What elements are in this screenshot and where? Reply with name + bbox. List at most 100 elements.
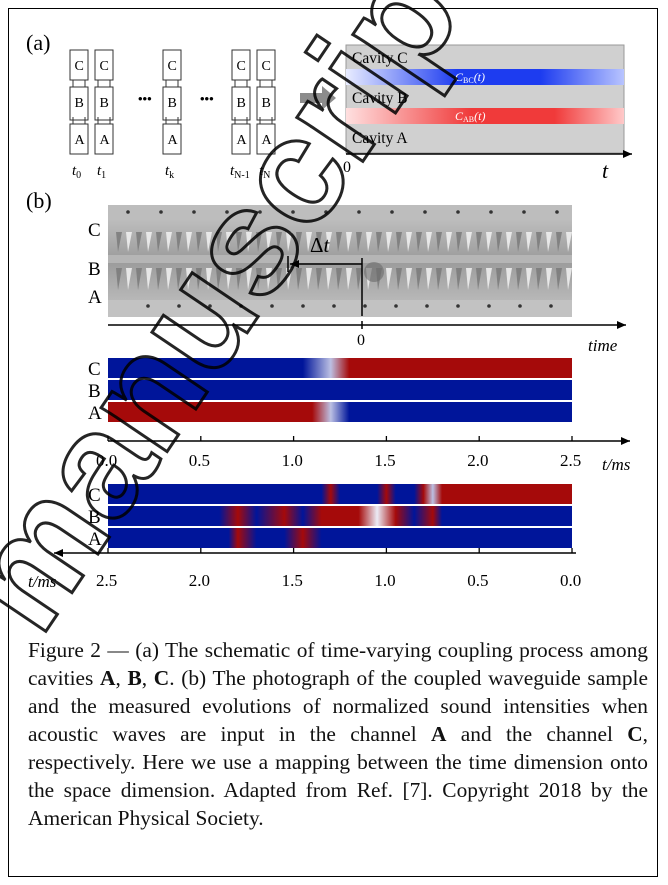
heatmap-row-label: C <box>88 485 101 506</box>
photo-fin <box>266 232 272 252</box>
photo-rivet <box>126 210 130 214</box>
photo-fin <box>376 232 382 252</box>
photo-row-letter: B <box>88 259 101 280</box>
time-step-label: tN <box>259 163 270 181</box>
heatmap-tick-label: 0.0 <box>96 451 117 470</box>
photo-rivet <box>324 210 328 214</box>
caption-separator-1: , <box>115 666 128 690</box>
photo-fin <box>396 232 402 252</box>
photo-rivet <box>258 210 262 214</box>
heatmap-tick-label: 1.5 <box>282 571 303 590</box>
photo-rivet <box>177 304 181 308</box>
ellipsis-1: ••• <box>138 91 152 106</box>
photo-rivet <box>301 304 305 308</box>
photo-fin <box>296 268 302 290</box>
photo-fin <box>226 268 232 290</box>
waveguide-photo <box>108 205 572 317</box>
caption-cavity-a: A <box>100 666 116 690</box>
cavity-letter: C <box>168 59 177 74</box>
cavity-letter: A <box>100 133 111 148</box>
photo-fin <box>276 268 282 290</box>
cavity-box <box>231 86 251 121</box>
cavity-box <box>162 123 182 155</box>
time-step-label: tk <box>165 163 174 181</box>
heatmap-tick-label: 2.0 <box>189 571 210 590</box>
timeline-axis-label: t <box>602 158 609 183</box>
cavity-box <box>94 86 114 121</box>
heatmap-row-a <box>108 528 572 548</box>
photo-fin <box>246 268 252 290</box>
photo-fin <box>436 268 442 290</box>
photo-rivet <box>489 210 493 214</box>
photo-fin <box>286 232 292 252</box>
photo-fin <box>516 268 522 290</box>
photo-fin <box>236 232 242 252</box>
photo-fin <box>476 268 482 290</box>
photo-fin <box>526 232 532 252</box>
heatmap-axis-label: t/ms <box>602 455 631 474</box>
photo-fin <box>346 232 352 252</box>
cavity-c-label: Cavity C <box>352 50 408 67</box>
photo-rivet <box>518 304 522 308</box>
photo-rivet <box>549 304 553 308</box>
photo-fin <box>256 232 262 252</box>
heatmap-row-b <box>108 380 572 400</box>
photo-fin <box>446 232 452 252</box>
photo-rivet <box>225 210 229 214</box>
photo-fin <box>166 268 172 290</box>
panel-b-label: (b) <box>26 188 52 213</box>
photo-fin <box>336 268 342 290</box>
photo-rivet <box>332 304 336 308</box>
cavity-letter: C <box>75 59 84 74</box>
photo-fin <box>206 232 212 252</box>
photo-fin <box>506 232 512 252</box>
photo-fin <box>176 232 182 252</box>
photo-fin <box>496 232 502 252</box>
heatmap-row-label: B <box>88 381 101 402</box>
cavity-box <box>162 86 182 121</box>
cavity-box <box>231 123 251 155</box>
cavity-letter: A <box>262 133 273 148</box>
caption-cavity-c: C <box>153 666 170 690</box>
photo-fin <box>126 232 132 252</box>
cavity-connector <box>234 80 248 124</box>
photo-fin <box>426 232 432 252</box>
cavity-letter: C <box>262 59 271 74</box>
photo-fin <box>156 268 162 290</box>
caption-part-1: Figure 2 — (a) The schematic of time-var… <box>28 638 648 690</box>
photo-fin <box>136 268 142 290</box>
photo-fin <box>276 232 282 252</box>
delta-t-label: Δt <box>310 233 331 257</box>
coupling-bc-label: CBC(t) <box>455 70 485 85</box>
heatmap-row-label: A <box>88 403 102 424</box>
photo-fin <box>216 268 222 290</box>
photo-fin <box>226 232 232 252</box>
photo-rivet <box>456 210 460 214</box>
photo-fin <box>206 268 212 290</box>
photo-fin <box>556 268 562 290</box>
cavity-box <box>256 86 276 121</box>
photo-fin <box>326 268 332 290</box>
photo-fin <box>256 268 262 290</box>
ab-coupling-band <box>346 108 624 124</box>
cavity-b-label: Cavity B <box>352 90 408 107</box>
photo-fin <box>536 232 542 252</box>
heatmap-row-c <box>108 358 572 378</box>
photo-fin <box>406 232 412 252</box>
photo-fin <box>186 268 192 290</box>
photo-fin <box>546 232 552 252</box>
heatmap-tick-label: 1.5 <box>374 451 395 470</box>
photo-rivet <box>357 210 361 214</box>
photo-fin <box>536 268 542 290</box>
photo-rivet <box>456 304 460 308</box>
photo-fin <box>386 232 392 252</box>
photo-fin <box>136 232 142 252</box>
photo-fin <box>286 268 292 290</box>
photo-fin <box>306 232 312 252</box>
cavity-box <box>69 49 89 81</box>
heatmap-tick-label: 0.5 <box>467 571 488 590</box>
photo-fin <box>436 232 442 252</box>
heatmap-tick-label: 2.5 <box>560 451 581 470</box>
photo-rivet <box>423 210 427 214</box>
